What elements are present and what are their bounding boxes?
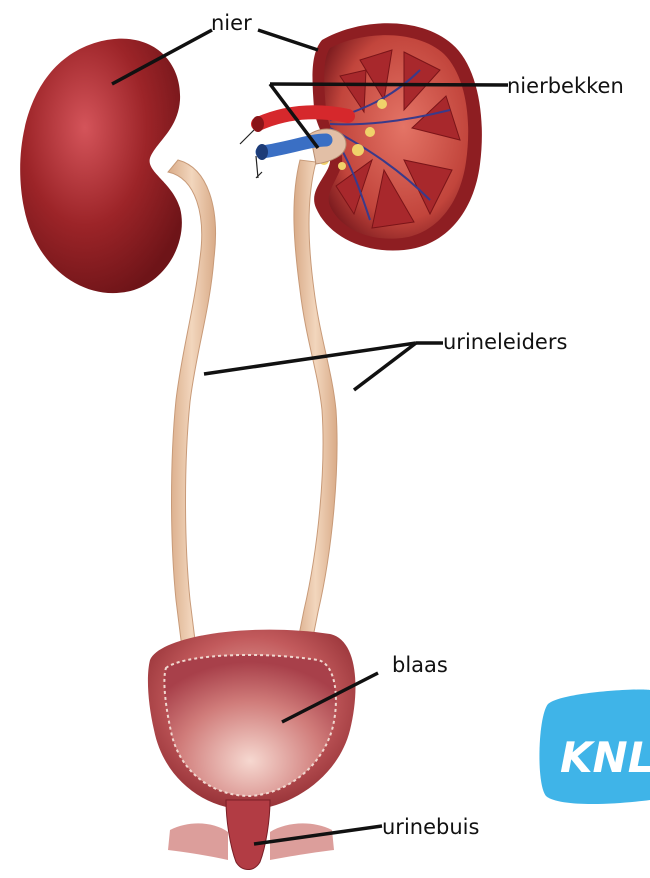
left-kidney (20, 39, 182, 293)
right-ureter (294, 160, 337, 652)
knl-logo-text: KNL (560, 733, 650, 782)
urethra (226, 800, 270, 870)
label-urineleiders: urineleiders (443, 332, 567, 353)
label-nierbekken: nierbekken (507, 76, 624, 97)
label-nier: nier (211, 13, 252, 34)
knl-logo: KNL (539, 690, 650, 804)
label-blaas: blaas (392, 655, 448, 676)
label-urinebuis: urinebuis (382, 817, 479, 838)
